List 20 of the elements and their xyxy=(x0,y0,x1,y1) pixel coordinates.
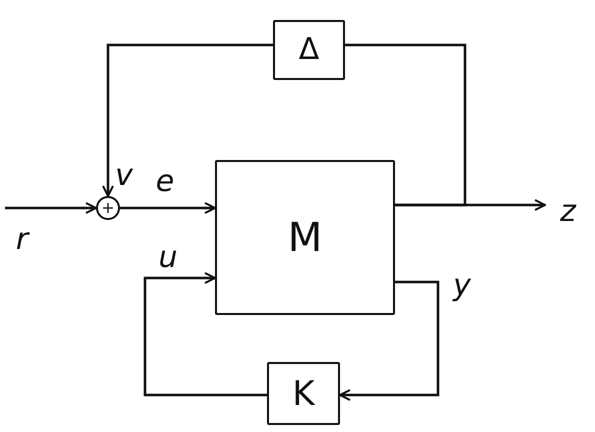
delta-block xyxy=(273,20,345,80)
controller-block xyxy=(267,362,340,425)
signal-label: u xyxy=(158,243,178,273)
signal-label: y xyxy=(453,271,471,301)
plant-block xyxy=(215,160,395,315)
signal-label: r xyxy=(16,225,28,255)
block-label: K xyxy=(292,376,315,410)
arrow xyxy=(120,202,216,214)
plus-sign: + xyxy=(101,200,115,216)
signal-label: e xyxy=(156,167,174,197)
block-label: M xyxy=(288,218,322,258)
signal-label: v xyxy=(115,161,133,191)
arrow xyxy=(5,202,97,214)
connector-line xyxy=(345,44,466,206)
block-label: Δ xyxy=(298,35,320,65)
arrow xyxy=(144,272,267,396)
signal-label: z xyxy=(560,197,576,227)
summing-junction xyxy=(96,196,120,220)
arrow xyxy=(102,44,273,197)
arrow xyxy=(339,280,440,401)
